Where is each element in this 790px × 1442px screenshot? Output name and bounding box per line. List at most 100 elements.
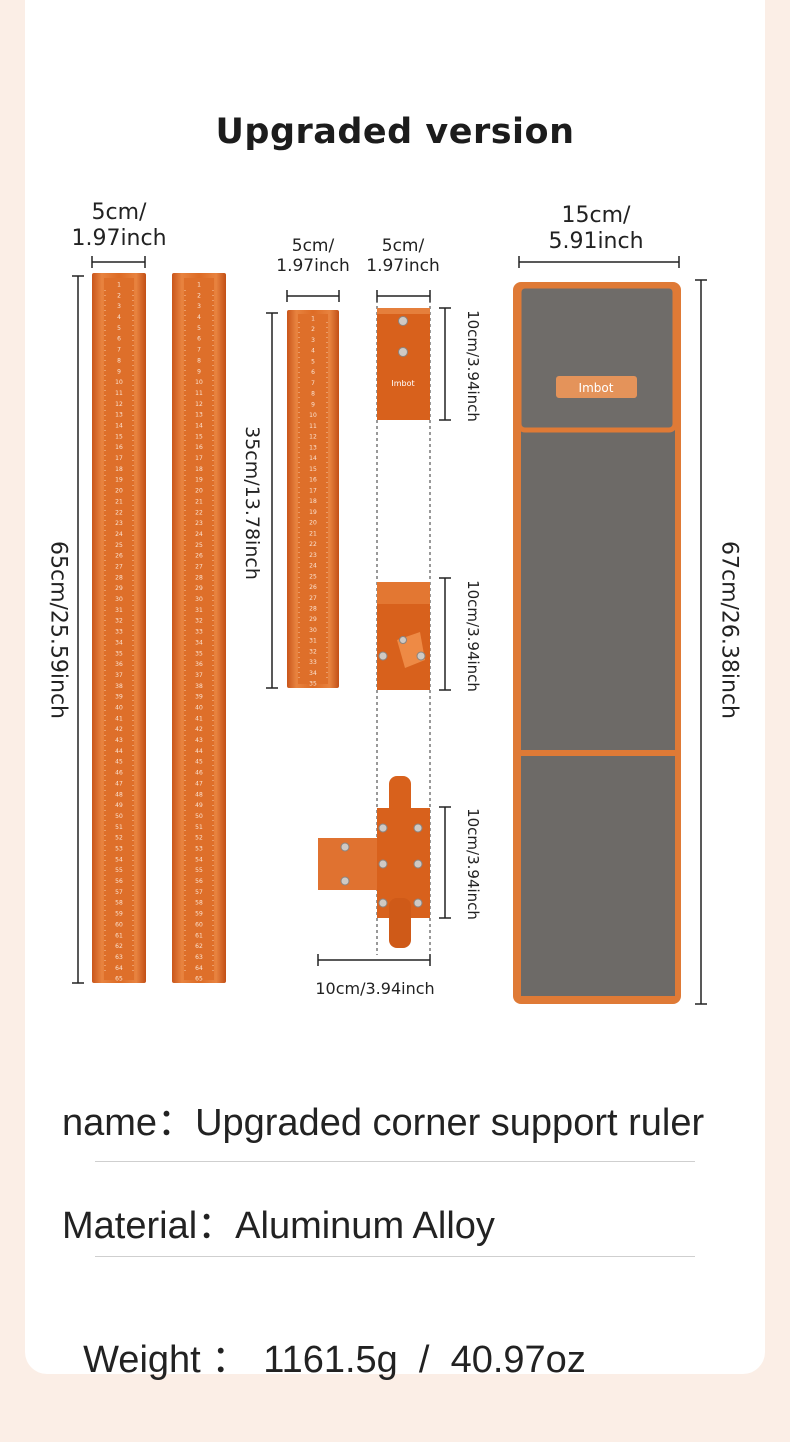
ruler-scale-number: 35 <box>195 650 203 657</box>
spec-material-value: Aluminum Alloy <box>235 1205 495 1247</box>
ruler-scale-number: 50 <box>195 813 203 820</box>
ruler-scale-number: 9 <box>117 368 121 375</box>
ruler-scale-number: 30 <box>195 596 203 603</box>
ruler-scale-number: 20 <box>115 488 123 495</box>
ruler-scale-number: 14 <box>195 423 203 430</box>
ruler-scale-number: 49 <box>195 802 203 809</box>
ruler-scale-number: 19 <box>195 477 203 484</box>
ruler-scale-number: 36 <box>115 661 123 668</box>
ruler-scale-number: 4 <box>197 314 201 321</box>
long-ruler-width-label: 5cm/1.97inch <box>71 200 167 252</box>
connector-height-label-1: 10cm/3.94inch <box>464 310 482 422</box>
spec-material-label: Material： <box>62 1205 236 1247</box>
ruler-scale-number: 6 <box>311 369 315 376</box>
connector-middle <box>377 582 430 690</box>
ruler-scale-number: 3 <box>311 337 315 344</box>
ruler-scale-number: 2 <box>311 326 315 333</box>
ruler-scale-number: 42 <box>115 726 123 733</box>
ruler-scale-number: 41 <box>195 715 203 722</box>
ruler-scale-number: 60 <box>115 921 123 928</box>
ruler-scale-number: 12 <box>195 401 203 408</box>
ruler-scale-number: 59 <box>115 911 123 918</box>
divider <box>95 1256 695 1257</box>
ruler-scale-number: 34 <box>309 670 317 677</box>
ruler-scale-number: 11 <box>115 390 123 397</box>
ruler-scale-number: 65 <box>115 976 123 983</box>
ruler-scale-number: 23 <box>309 552 317 559</box>
ruler-scale-number: 27 <box>115 564 123 571</box>
spec-weight: Weight ：1161.5g / 40.97oz <box>62 1285 586 1383</box>
ruler-scale-number: 47 <box>115 780 123 787</box>
ruler-scale-number: 56 <box>195 878 203 885</box>
ruler-scale-number: 54 <box>115 856 123 863</box>
ruler-scale-number: 6 <box>197 336 201 343</box>
ruler-scale-number: 34 <box>115 639 123 646</box>
ruler-scale-number: 26 <box>309 584 317 591</box>
ruler-scale-number: 28 <box>309 606 317 613</box>
bag-width-label: 15cm/5.91inch <box>548 203 644 255</box>
ruler-scale-number: 3 <box>197 303 201 310</box>
ruler-scale-number: 62 <box>115 943 123 950</box>
ruler-scale-number: 5 <box>117 325 121 332</box>
ruler-scale-number: 17 <box>195 455 203 462</box>
ruler-scale-number: 61 <box>195 932 203 939</box>
ruler-scale-number: 30 <box>309 627 317 634</box>
ruler-scale-number: 52 <box>195 835 203 842</box>
ruler-scale-number: 14 <box>115 423 123 430</box>
ruler-scale-number: 48 <box>115 791 123 798</box>
ruler-scale-number: 9 <box>311 401 315 408</box>
ruler-scale-number: 22 <box>195 509 203 516</box>
ruler-scale-number: 20 <box>309 520 317 527</box>
connector-top: Imbot <box>377 308 430 420</box>
ruler-scale-number: 15 <box>115 433 123 440</box>
ruler-scale-number: 26 <box>115 553 123 560</box>
ruler-scale-number: 55 <box>115 867 123 874</box>
ruler-scale-number: 8 <box>311 391 315 398</box>
ruler-scale-number: 34 <box>195 639 203 646</box>
ruler-scale-number: 58 <box>115 900 123 907</box>
ruler-scale-number: 57 <box>115 889 123 896</box>
ruler-scale-number: 15 <box>309 466 317 473</box>
ruler-scale-number: 19 <box>309 509 317 516</box>
ruler-scale-number: 63 <box>115 954 123 961</box>
ruler-scale-number: 8 <box>197 357 201 364</box>
ruler-scale-number: 27 <box>309 595 317 602</box>
ruler-scale-number: 7 <box>117 347 121 354</box>
spec-name-value: Upgraded corner support ruler <box>195 1102 705 1144</box>
ruler-scale-number: 15 <box>195 433 203 440</box>
connector-bottom <box>318 776 430 948</box>
ruler-scale-number: 51 <box>115 824 123 831</box>
ruler-scale-number: 16 <box>195 444 203 451</box>
ruler-scale-number: 47 <box>195 780 203 787</box>
ruler-scale-number: 18 <box>309 498 317 505</box>
ruler-scale-number: 46 <box>195 770 203 777</box>
ruler-scale-number: 62 <box>195 943 203 950</box>
ruler-scale-number: 64 <box>195 965 203 972</box>
product-illustration: 1234567891011121314151617181920212223242… <box>72 256 707 1005</box>
spec-name-label: name： <box>62 1102 196 1144</box>
spec-name: name：Upgraded corner support ruler <box>62 1091 704 1146</box>
ruler-scale-number: 42 <box>195 726 203 733</box>
ruler-scale-number: 44 <box>195 748 203 755</box>
ruler-scale-number: 53 <box>195 846 203 853</box>
ruler-scale-number: 24 <box>115 531 123 538</box>
ruler-scale-number: 6 <box>117 336 121 343</box>
ruler-scale-number: 57 <box>195 889 203 896</box>
ruler-scale-number: 37 <box>195 672 203 679</box>
ruler-scale-number: 10 <box>195 379 203 386</box>
ruler-scale-number: 64 <box>115 965 123 972</box>
ruler-scale-number: 33 <box>309 659 317 666</box>
ruler-scale-number: 2 <box>197 292 201 299</box>
ruler-scale-number: 45 <box>195 759 203 766</box>
long-ruler-length-label: 65cm/25.59inch <box>45 540 71 720</box>
ruler-scale-number: 9 <box>197 368 201 375</box>
ruler-scale-number: 63 <box>195 954 203 961</box>
ruler-scale-number: 51 <box>195 824 203 831</box>
ruler-scale-number: 31 <box>115 607 123 614</box>
ruler-scale-number: 5 <box>197 325 201 332</box>
ruler-scale-number: 10 <box>309 412 317 419</box>
ruler-scale-number: 25 <box>115 542 123 549</box>
ruler-scale-number: 50 <box>115 813 123 820</box>
ruler-scale-number: 8 <box>117 357 121 364</box>
ruler-scale-number: 1 <box>117 282 121 289</box>
